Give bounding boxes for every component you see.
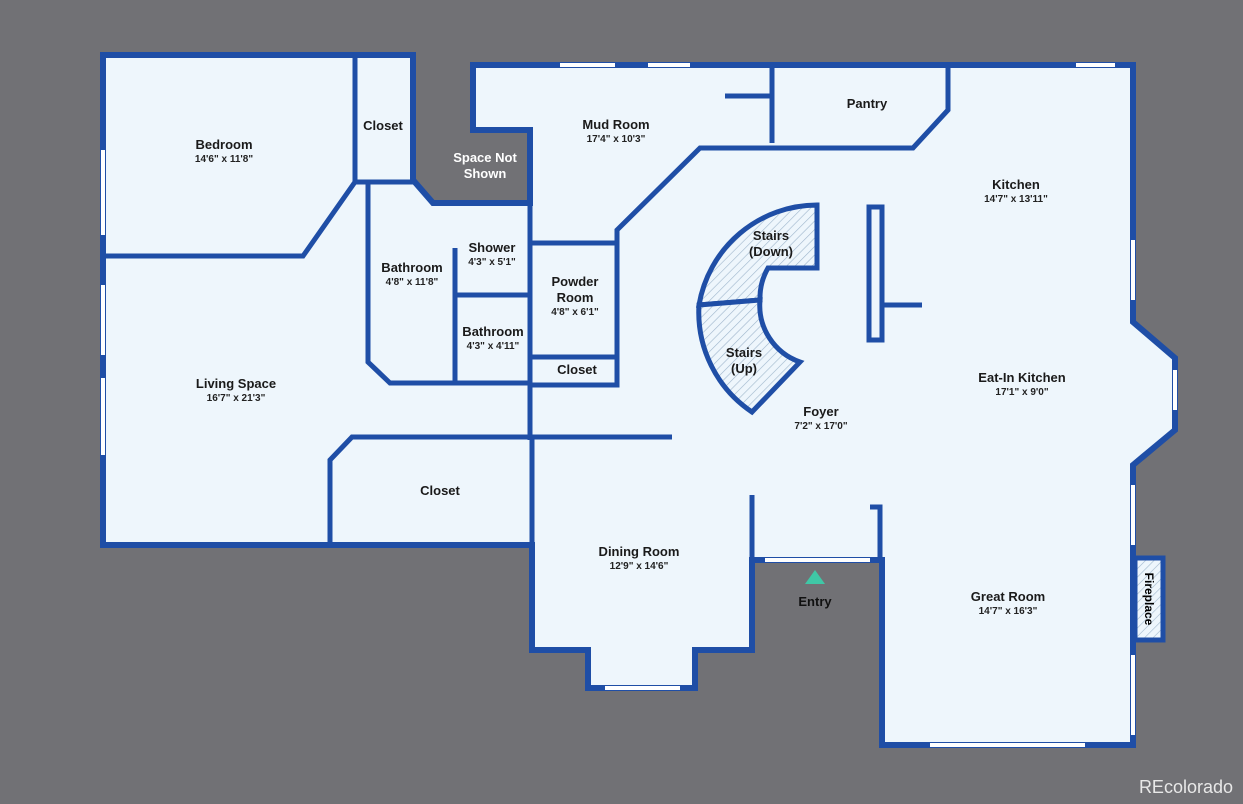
watermark: REcolorado <box>1138 777 1233 797</box>
fireplace <box>1132 555 1166 643</box>
room-label: Stairs (Down) <box>748 228 794 259</box>
fireplace-label: Fireplace <box>1142 572 1156 626</box>
interior-walls <box>103 55 951 560</box>
stairs-up <box>696 297 805 416</box>
entry-marker-icon <box>805 570 825 584</box>
room-label: Closet <box>363 118 403 133</box>
room-label: Pantry <box>846 96 888 111</box>
entry-label: Entry <box>798 594 832 609</box>
windows <box>101 63 1177 747</box>
room-label: Closet <box>557 362 597 377</box>
room-label: Space Not Shown <box>453 150 517 181</box>
room-label: Closet <box>420 483 460 498</box>
room-label: Stairs (Up) <box>725 345 763 376</box>
stairs-down <box>695 202 820 308</box>
